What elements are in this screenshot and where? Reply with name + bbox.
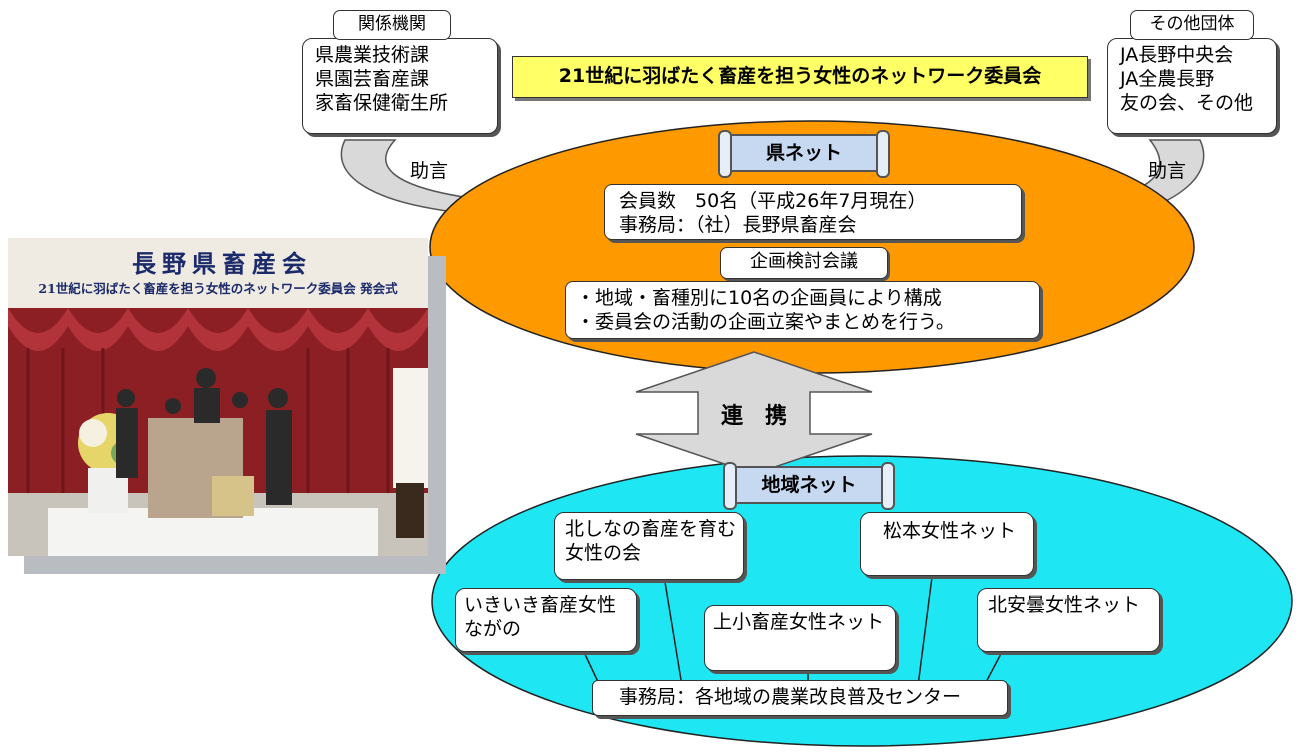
regional-group-box: 上小畜産女性ネット	[704, 605, 896, 671]
left-advice-arc	[340, 139, 472, 213]
agency-line: 県農業技術課	[315, 44, 430, 66]
prefecture-net-title-text: 県ネット	[765, 142, 842, 164]
photo-illustration	[8, 238, 428, 556]
organization-line: JA長野中央会	[1120, 44, 1234, 66]
related-agencies-tag: 関係機関	[333, 10, 451, 40]
related-agencies-box: 県農業技術課 県園芸畜産課 家畜保健衛生所	[302, 38, 498, 134]
title-banner: 21世紀に羽ばたく畜産を担う女性のネットワーク委員会	[512, 56, 1088, 98]
regional-group-box: いきいき畜産女性ながの	[455, 588, 637, 652]
regional-group-name: 北安曇女性ネット	[988, 594, 1141, 616]
regional-group-box: 北しなの畜産を育む女性の会	[554, 512, 744, 580]
agency-line: 家畜保健衛生所	[315, 92, 449, 114]
office-line: 事務局：（社）長野県畜産会	[619, 214, 857, 236]
other-organizations-tag-text: その他団体	[1149, 14, 1235, 34]
regional-group-box: 北安曇女性ネット	[977, 588, 1160, 652]
planning-line: ・地域・畜種別に10名の企画員により構成	[576, 287, 942, 309]
right-advice-label: 助言	[1148, 160, 1187, 182]
prefecture-net-title: 県ネット	[718, 130, 890, 178]
photo-sign-line2: 21世紀に羽ばたく畜産を担う女性のネットワーク委員会 発会式	[38, 281, 398, 296]
planning-meeting-box: ・地域・畜種別に10名の企画員により構成 ・委員会の活動の企画立案やまとめを行う…	[565, 281, 1040, 339]
title-banner-text: 21世紀に羽ばたく畜産を担う女性のネットワーク委員会	[558, 65, 1042, 87]
regional-group-name: 上小畜産女性ネット	[713, 611, 885, 633]
organization-line: 友の会、その他	[1120, 92, 1254, 114]
left-advice-label: 助言	[410, 160, 449, 182]
inauguration-photo: 長野県畜産会 21世紀に羽ばたく畜産を担う女性のネットワーク委員会 発会式	[8, 238, 428, 556]
regional-net-title-text: 地域ネット	[761, 474, 857, 496]
other-organizations-box: JA長野中央会 JA全農長野 友の会、その他	[1107, 38, 1277, 134]
regional-group-name: 松本女性ネット	[883, 520, 1017, 542]
regional-group-name: 北しなの畜産を育む女性の会	[565, 518, 737, 564]
planning-meeting-tag: 企画検討会議	[720, 247, 888, 279]
planning-meeting-tag-text: 企画検討会議	[750, 251, 858, 272]
membership-line: 会員数 50名（平成26年7月現在）	[619, 190, 927, 212]
photo-sign-line1: 長野県畜産会	[132, 249, 312, 278]
membership-info-box: 会員数 50名（平成26年7月現在） 事務局：（社）長野県畜産会	[604, 184, 1022, 240]
connector-line	[664, 581, 683, 687]
related-agencies-tag-text: 関係機関	[358, 14, 426, 34]
connector-line	[917, 576, 933, 687]
regional-office-box: 事務局：各地域の農業改良普及センター	[592, 680, 1008, 716]
regional-office-text: 事務局：各地域の農業改良普及センター	[619, 686, 962, 708]
regional-group-box: 松本女性ネット	[860, 512, 1034, 576]
link-label: 連 携	[720, 404, 787, 429]
regional-group-name: いきいき畜産女性ながの	[464, 594, 617, 640]
organization-line: JA全農長野	[1120, 68, 1215, 90]
regional-net-title: 地域ネット	[723, 462, 895, 510]
planning-line: ・委員会の活動の企画立案やまとめを行う。	[576, 311, 955, 333]
other-organizations-tag: その他団体	[1130, 10, 1254, 40]
agency-line: 県園芸畜産課	[315, 68, 430, 90]
